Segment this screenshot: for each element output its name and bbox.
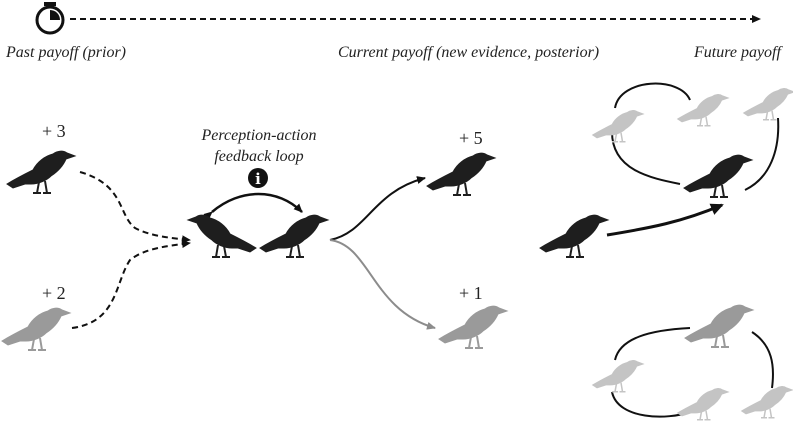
payoff-current-top: + 5 bbox=[459, 128, 483, 149]
crow-future-top-main bbox=[684, 155, 752, 197]
branch-top-path bbox=[330, 178, 425, 240]
past-top-path bbox=[80, 172, 190, 240]
crow-future-top-a bbox=[593, 110, 644, 141]
feedback-loop-line2: feedback loop bbox=[198, 146, 320, 167]
crow-future-top-c bbox=[744, 88, 793, 119]
crow-future-bottom-b bbox=[678, 388, 729, 419]
future-bottom-loop-right bbox=[752, 332, 773, 388]
past-bottom-path bbox=[72, 243, 190, 328]
crow-future-start bbox=[540, 215, 608, 257]
header-current: Current payoff (new evidence, posterior) bbox=[338, 44, 599, 62]
info-icon: i bbox=[248, 168, 268, 188]
feedback-loop-line1: Perception-action bbox=[198, 125, 320, 146]
crow-past-top bbox=[7, 151, 75, 193]
crow-current-bottom bbox=[439, 306, 507, 348]
future-top-loop-right bbox=[745, 118, 778, 190]
feedback-loop-arrow bbox=[212, 194, 302, 212]
crow-past-bottom bbox=[2, 308, 70, 350]
payoff-past-top: + 3 bbox=[42, 121, 66, 142]
header-future: Future payoff bbox=[694, 44, 781, 62]
header-past: Past payoff (prior) bbox=[6, 44, 126, 62]
crow-future-top-b bbox=[678, 94, 729, 125]
future-bottom-loop-top bbox=[615, 328, 690, 360]
crow-current-top bbox=[427, 153, 495, 195]
payoff-past-bottom: + 2 bbox=[42, 283, 66, 304]
info-icon-glyph: i bbox=[255, 170, 261, 188]
crow-center-right bbox=[260, 215, 328, 257]
future-top-loop bbox=[615, 84, 690, 108]
crow-future-bottom-main bbox=[685, 305, 753, 347]
payoff-current-bottom: + 1 bbox=[459, 283, 483, 304]
feedback-loop-label: Perception-action feedback loop bbox=[198, 125, 320, 167]
branch-bottom-path bbox=[330, 240, 435, 328]
future-main-arrow bbox=[607, 205, 722, 235]
crow-center-left bbox=[188, 215, 256, 257]
stopwatch-icon bbox=[37, 2, 63, 33]
crow-future-bottom-c bbox=[742, 386, 793, 417]
crow-future-bottom-a bbox=[593, 360, 644, 391]
